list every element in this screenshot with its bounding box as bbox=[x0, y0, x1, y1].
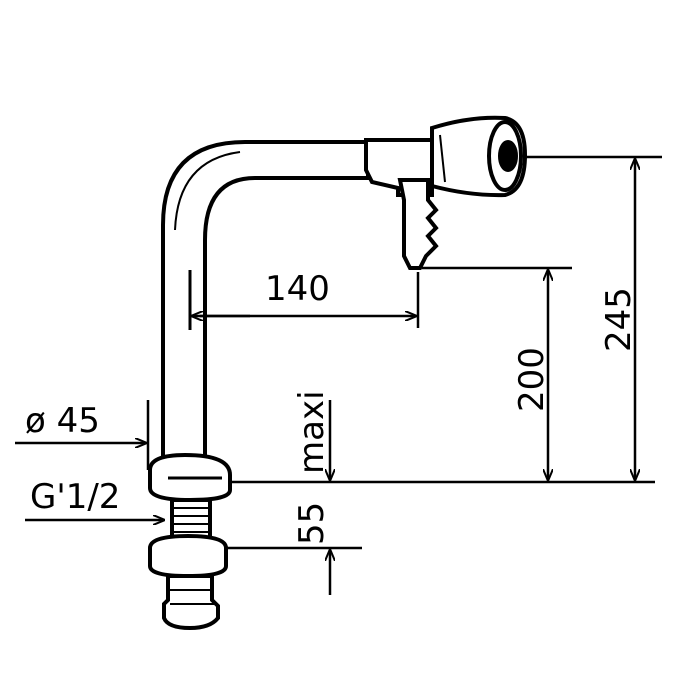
dim-245-label: 245 bbox=[599, 287, 639, 352]
dim-maxi-label: maxi bbox=[292, 390, 332, 474]
dim-200-label: 200 bbox=[512, 347, 552, 412]
dim-140-label: 140 bbox=[265, 269, 330, 309]
threaded-stem bbox=[170, 498, 212, 542]
faucet-body bbox=[148, 115, 528, 631]
dimension-lines bbox=[15, 155, 662, 595]
connector-fitting bbox=[162, 574, 220, 631]
dim-diameter-label: ø 45 bbox=[25, 401, 100, 441]
swan-neck-pipe bbox=[161, 140, 370, 465]
dim-55-label: 55 bbox=[292, 502, 332, 545]
dim-thread-label: G'1/2 bbox=[30, 477, 120, 517]
lock-nut bbox=[148, 533, 228, 579]
hose-nozzle bbox=[397, 178, 439, 270]
